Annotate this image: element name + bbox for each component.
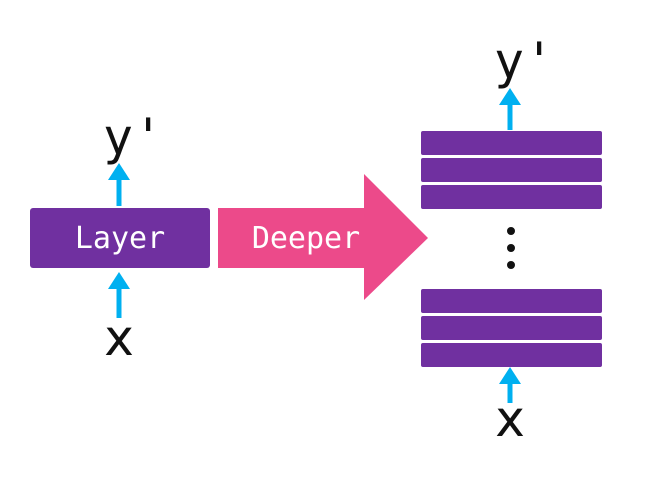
left-output-arrowhead: [108, 163, 130, 180]
right-output-arrowhead: [499, 88, 521, 105]
left-output-label: y': [103, 108, 163, 166]
stacked-layer: [421, 158, 602, 182]
deep-network: y' x: [421, 32, 602, 448]
single-layer-box: [30, 208, 210, 268]
left-input-label: x: [104, 309, 134, 367]
single-layer-label: Layer: [75, 221, 165, 256]
stacked-layer: [421, 343, 602, 367]
deeper-transform: Deeper: [218, 174, 428, 300]
bottom-layer-stack: [421, 289, 602, 367]
vertical-ellipsis: [507, 227, 515, 269]
stacked-layer: [421, 316, 602, 340]
right-input-label: x: [495, 390, 525, 448]
top-layer-stack: [421, 131, 602, 209]
ellipsis-dot: [507, 261, 515, 269]
ellipsis-dot: [507, 244, 515, 252]
right-input-arrowhead: [499, 367, 521, 384]
stacked-layer: [421, 289, 602, 313]
stacked-layer: [421, 131, 602, 155]
stacked-layer: [421, 185, 602, 209]
left-input-arrowhead: [108, 272, 130, 289]
shallow-network: y' Layer x: [30, 108, 210, 367]
right-output-label: y': [494, 32, 554, 90]
ellipsis-dot: [507, 227, 515, 235]
deeper-arrow-label: Deeper: [252, 221, 360, 256]
deeper-arrow-shape: [218, 174, 428, 300]
